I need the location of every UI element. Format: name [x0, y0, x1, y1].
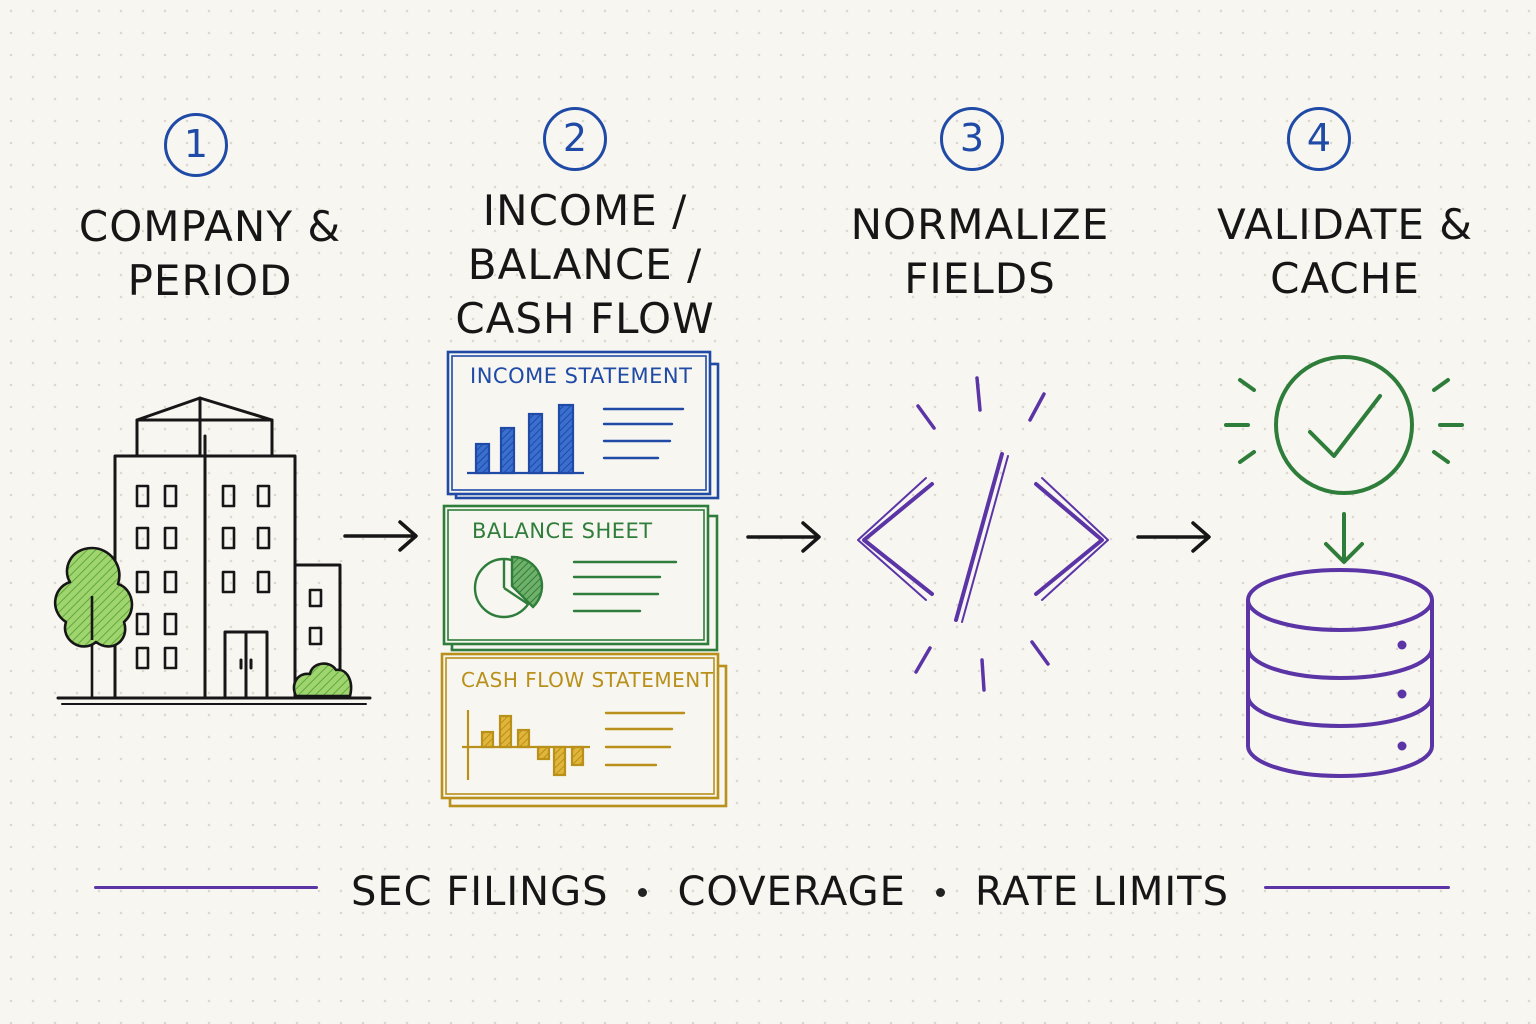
balance-sheet-title: BALANCE SHEET: [472, 519, 653, 543]
check-circle-icon: [1224, 355, 1464, 564]
tree-icon: [53, 546, 134, 698]
footer-rule-left: [94, 886, 318, 889]
step-2-title: INCOME / BALANCE / CASH FLOW: [455, 186, 715, 343]
text-lines-icon: [572, 560, 678, 613]
building-icon: [56, 396, 372, 705]
step-2-number: 2: [543, 107, 607, 171]
text-lines-icon: [604, 711, 686, 767]
footer-tagline: SEC FILINGS COVERAGE RATE LIMITS: [330, 864, 1250, 920]
text-lines-icon: [602, 407, 685, 460]
footer-item-sec-filings: SEC FILINGS: [350, 869, 609, 915]
footer-rule-right: [1264, 886, 1450, 889]
arrow-icon: [746, 521, 821, 553]
income-statement-title: INCOME STATEMENT: [470, 364, 693, 388]
burst-lines-icon: [914, 376, 1050, 692]
code-brackets-icon: [857, 452, 1109, 623]
cash-flow-card: [440, 652, 728, 808]
step-4-number: 4: [1287, 107, 1351, 171]
step-1-title: COMPANY & PERIOD: [78, 202, 342, 305]
step-4-title: VALIDATE & CACHE: [1217, 200, 1473, 303]
bar-chart-icon: [467, 403, 584, 475]
income-statement-card: [446, 350, 720, 500]
bush-icon: [292, 662, 353, 698]
pie-chart-icon: [473, 555, 544, 619]
footer-item-coverage: COVERAGE: [677, 869, 906, 915]
arrow-icon: [1136, 521, 1211, 553]
step-1-number: 1: [164, 113, 228, 177]
footer-item-rate-limits: RATE LIMITS: [974, 869, 1230, 915]
step-3-title: NORMALIZE FIELDS: [850, 200, 1110, 303]
separator-dot: [638, 887, 648, 897]
cash-flow-statement-title: CASH FLOW STATEMENT: [461, 668, 714, 692]
waterfall-chart-icon: [462, 710, 590, 780]
arrow-icon: [343, 520, 418, 552]
database-icon: [1246, 568, 1434, 778]
separator-dot: [935, 887, 945, 897]
step-3-number: 3: [940, 107, 1004, 171]
